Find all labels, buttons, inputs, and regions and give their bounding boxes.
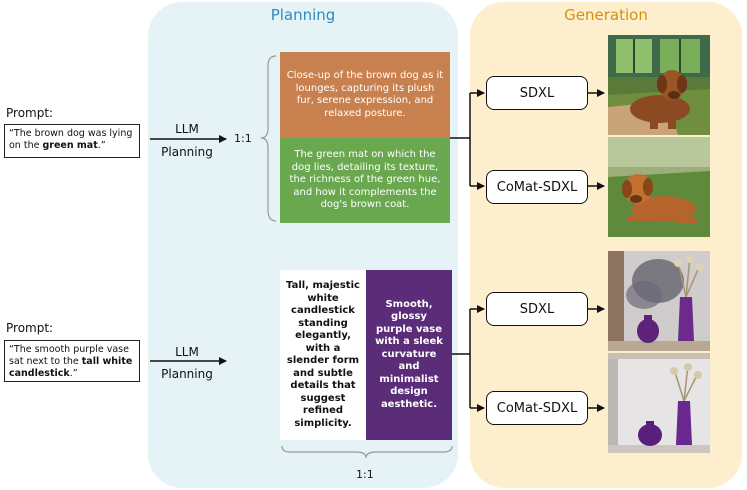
ratio-label-1: 1:1 xyxy=(234,132,252,145)
prompt-box-1: “The brown dog was lying on the green ma… xyxy=(4,124,140,158)
prompt-label-2: Prompt: xyxy=(6,321,54,335)
llm-label-2: LLM xyxy=(175,345,199,359)
generated-image-dog-comat xyxy=(608,137,710,237)
prompt-box-2: “The smooth purple vase sat next to the … xyxy=(4,340,140,382)
prompt-text-1a: “The brown dog was lying on the xyxy=(9,128,133,151)
generated-image-vase-sdxl xyxy=(608,251,710,351)
comat-sdxl-box-1: CoMat-SDXL xyxy=(486,170,588,204)
llm-label-1: LLM xyxy=(175,122,199,136)
sdxl-box-2: SDXL xyxy=(486,292,588,326)
prompt-text-2b: tall white candlestick xyxy=(9,356,133,379)
prompt-text-2c: .” xyxy=(69,368,78,379)
ratio-label-2: 1:1 xyxy=(356,468,374,481)
caption-card-candlestick: Tall, majestic white candlestick standin… xyxy=(280,270,366,440)
brace-1 xyxy=(260,55,277,222)
brace-2 xyxy=(281,445,453,459)
planning-label-1: Planning xyxy=(161,145,213,159)
generated-image-vase-comat xyxy=(608,353,710,453)
planning-label-2: Planning xyxy=(161,367,213,381)
caption-card-mat: The green mat on which the dog lies, det… xyxy=(280,138,450,223)
prompt-text-1c: .” xyxy=(97,140,106,151)
prompt-label-1: Prompt: xyxy=(6,106,54,120)
comat-sdxl-box-2: CoMat-SDXL xyxy=(486,391,588,425)
prompt-text-2a: “The smooth purple vase sat next to the xyxy=(9,344,129,367)
caption-card-vase: Smooth, glossy purple vase with a sleek … xyxy=(366,270,452,440)
caption-card-dog: Close-up of the brown dog as it lounges,… xyxy=(280,52,450,138)
planning-title: Planning xyxy=(270,6,336,24)
generated-image-dog-sdxl xyxy=(608,35,710,135)
generation-title: Generation xyxy=(564,6,648,24)
prompt-text-1b: green mat xyxy=(42,140,98,151)
sdxl-box-1: SDXL xyxy=(486,76,588,110)
